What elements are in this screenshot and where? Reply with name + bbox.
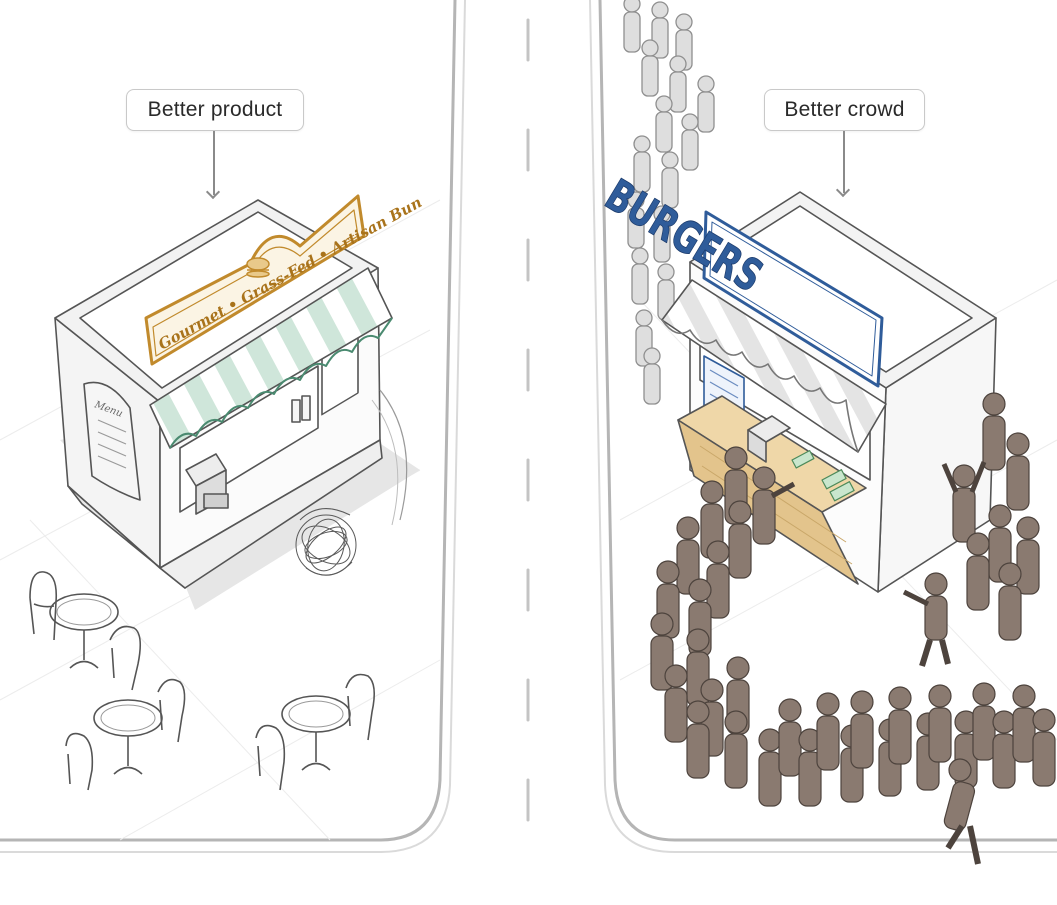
pointing-person [902, 572, 951, 667]
queue-person [669, 55, 687, 113]
cafe-chair [109, 625, 142, 691]
cafe-chair [29, 571, 58, 641]
burger-emblem-icon [246, 257, 270, 278]
cafe-chair [345, 673, 376, 741]
crowd-person [916, 712, 940, 791]
crowd-person [1006, 432, 1030, 511]
cash-pile-icon [791, 450, 855, 502]
crowd-person [1032, 708, 1056, 787]
gourmet-stand: Menu Gourmet • Grass-Fed • Ar [54, 193, 425, 610]
queue-person [681, 113, 699, 171]
cheering-person [941, 461, 987, 543]
crowd-person [998, 562, 1022, 641]
tumbleweed-icon [295, 389, 408, 576]
crowd-person [982, 392, 1006, 471]
crowd-person [972, 682, 996, 761]
crowd-person [686, 700, 710, 779]
cafe-chair [157, 678, 186, 743]
queue-person [661, 151, 679, 209]
crowd-person [992, 710, 1016, 789]
crowd-person [816, 692, 840, 771]
crowd-person [706, 540, 730, 619]
crowd-person [758, 728, 782, 807]
running-person [943, 758, 981, 865]
cafe-table [281, 695, 351, 771]
cafe-table [93, 699, 163, 775]
cafe-table [49, 593, 119, 669]
better-product-callout: Better product [126, 89, 304, 131]
crowd-person [888, 686, 912, 765]
register-icon [747, 415, 791, 463]
down-arrow-icon [213, 131, 215, 195]
crowd-person [1012, 684, 1036, 763]
queue-person [641, 39, 659, 97]
right-curb [598, 0, 1057, 842]
crowd [650, 392, 1056, 865]
queue-person [627, 191, 645, 249]
crowd-person [798, 728, 822, 807]
side-menu-lines [97, 419, 127, 469]
cafe-chair [65, 732, 94, 791]
crowd-person [728, 500, 752, 579]
gray-awning [661, 279, 887, 453]
crowd-person [850, 690, 874, 769]
crowd-person [928, 684, 952, 763]
crowd-person [752, 466, 796, 545]
queue-person [655, 95, 673, 153]
side-menu-board [83, 381, 141, 501]
crowd-person [686, 628, 710, 707]
queue-person [653, 205, 671, 263]
down-arrow-icon [843, 131, 845, 193]
queue-person [697, 75, 715, 133]
better-crowd-callout: Better crowd [764, 89, 925, 131]
cash-register-icon [185, 453, 229, 515]
queue-person [623, 0, 641, 53]
distant-queue [623, 0, 715, 405]
queue-person [633, 135, 651, 193]
crowd-person [700, 480, 724, 559]
cups-icon [291, 395, 311, 423]
crowd-person [966, 532, 990, 611]
cafe-seating [29, 571, 376, 791]
queue-person [631, 247, 649, 305]
crowd-person [1016, 516, 1040, 595]
cafe-chair [255, 724, 286, 791]
crowd-person [778, 698, 802, 777]
queue-person [643, 347, 661, 405]
left-curb [0, 0, 457, 842]
crowd-person [664, 664, 688, 743]
crowd-person [724, 710, 748, 789]
